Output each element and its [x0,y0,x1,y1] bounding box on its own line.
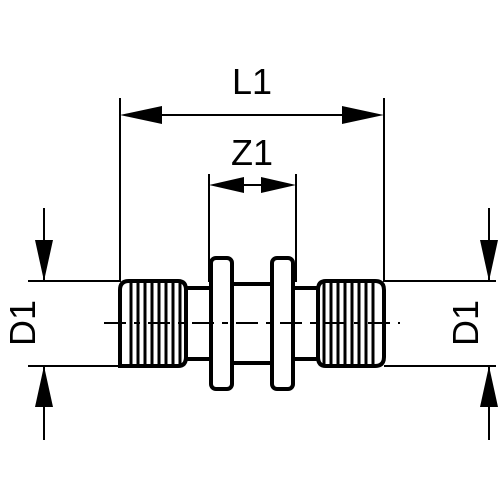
label-d1-left: D1 [2,300,43,346]
label-d1-right: D1 [445,300,486,346]
arrowhead-l1-left [120,106,162,124]
left-thread-outline [118,279,188,368]
arrowhead-z1-right [261,177,296,193]
arrowhead-l1-right [342,106,384,124]
dimension-d1-left: D1 [2,208,120,440]
arrowhead-d1-left-top [35,240,53,281]
dimension-l1: L1 [119,61,385,282]
label-z1: Z1 [231,132,273,173]
arrowhead-z1-left [209,177,244,193]
arrowhead-d1-right-bottom [480,366,498,407]
arrowhead-d1-right-top [480,240,498,281]
arrowhead-d1-left-bottom [35,366,53,407]
label-l1: L1 [232,61,272,102]
fitting-body [104,256,400,391]
dimension-d1-right: D1 [384,208,498,440]
left-collar [209,256,234,391]
dimension-z1: Z1 [208,132,297,282]
